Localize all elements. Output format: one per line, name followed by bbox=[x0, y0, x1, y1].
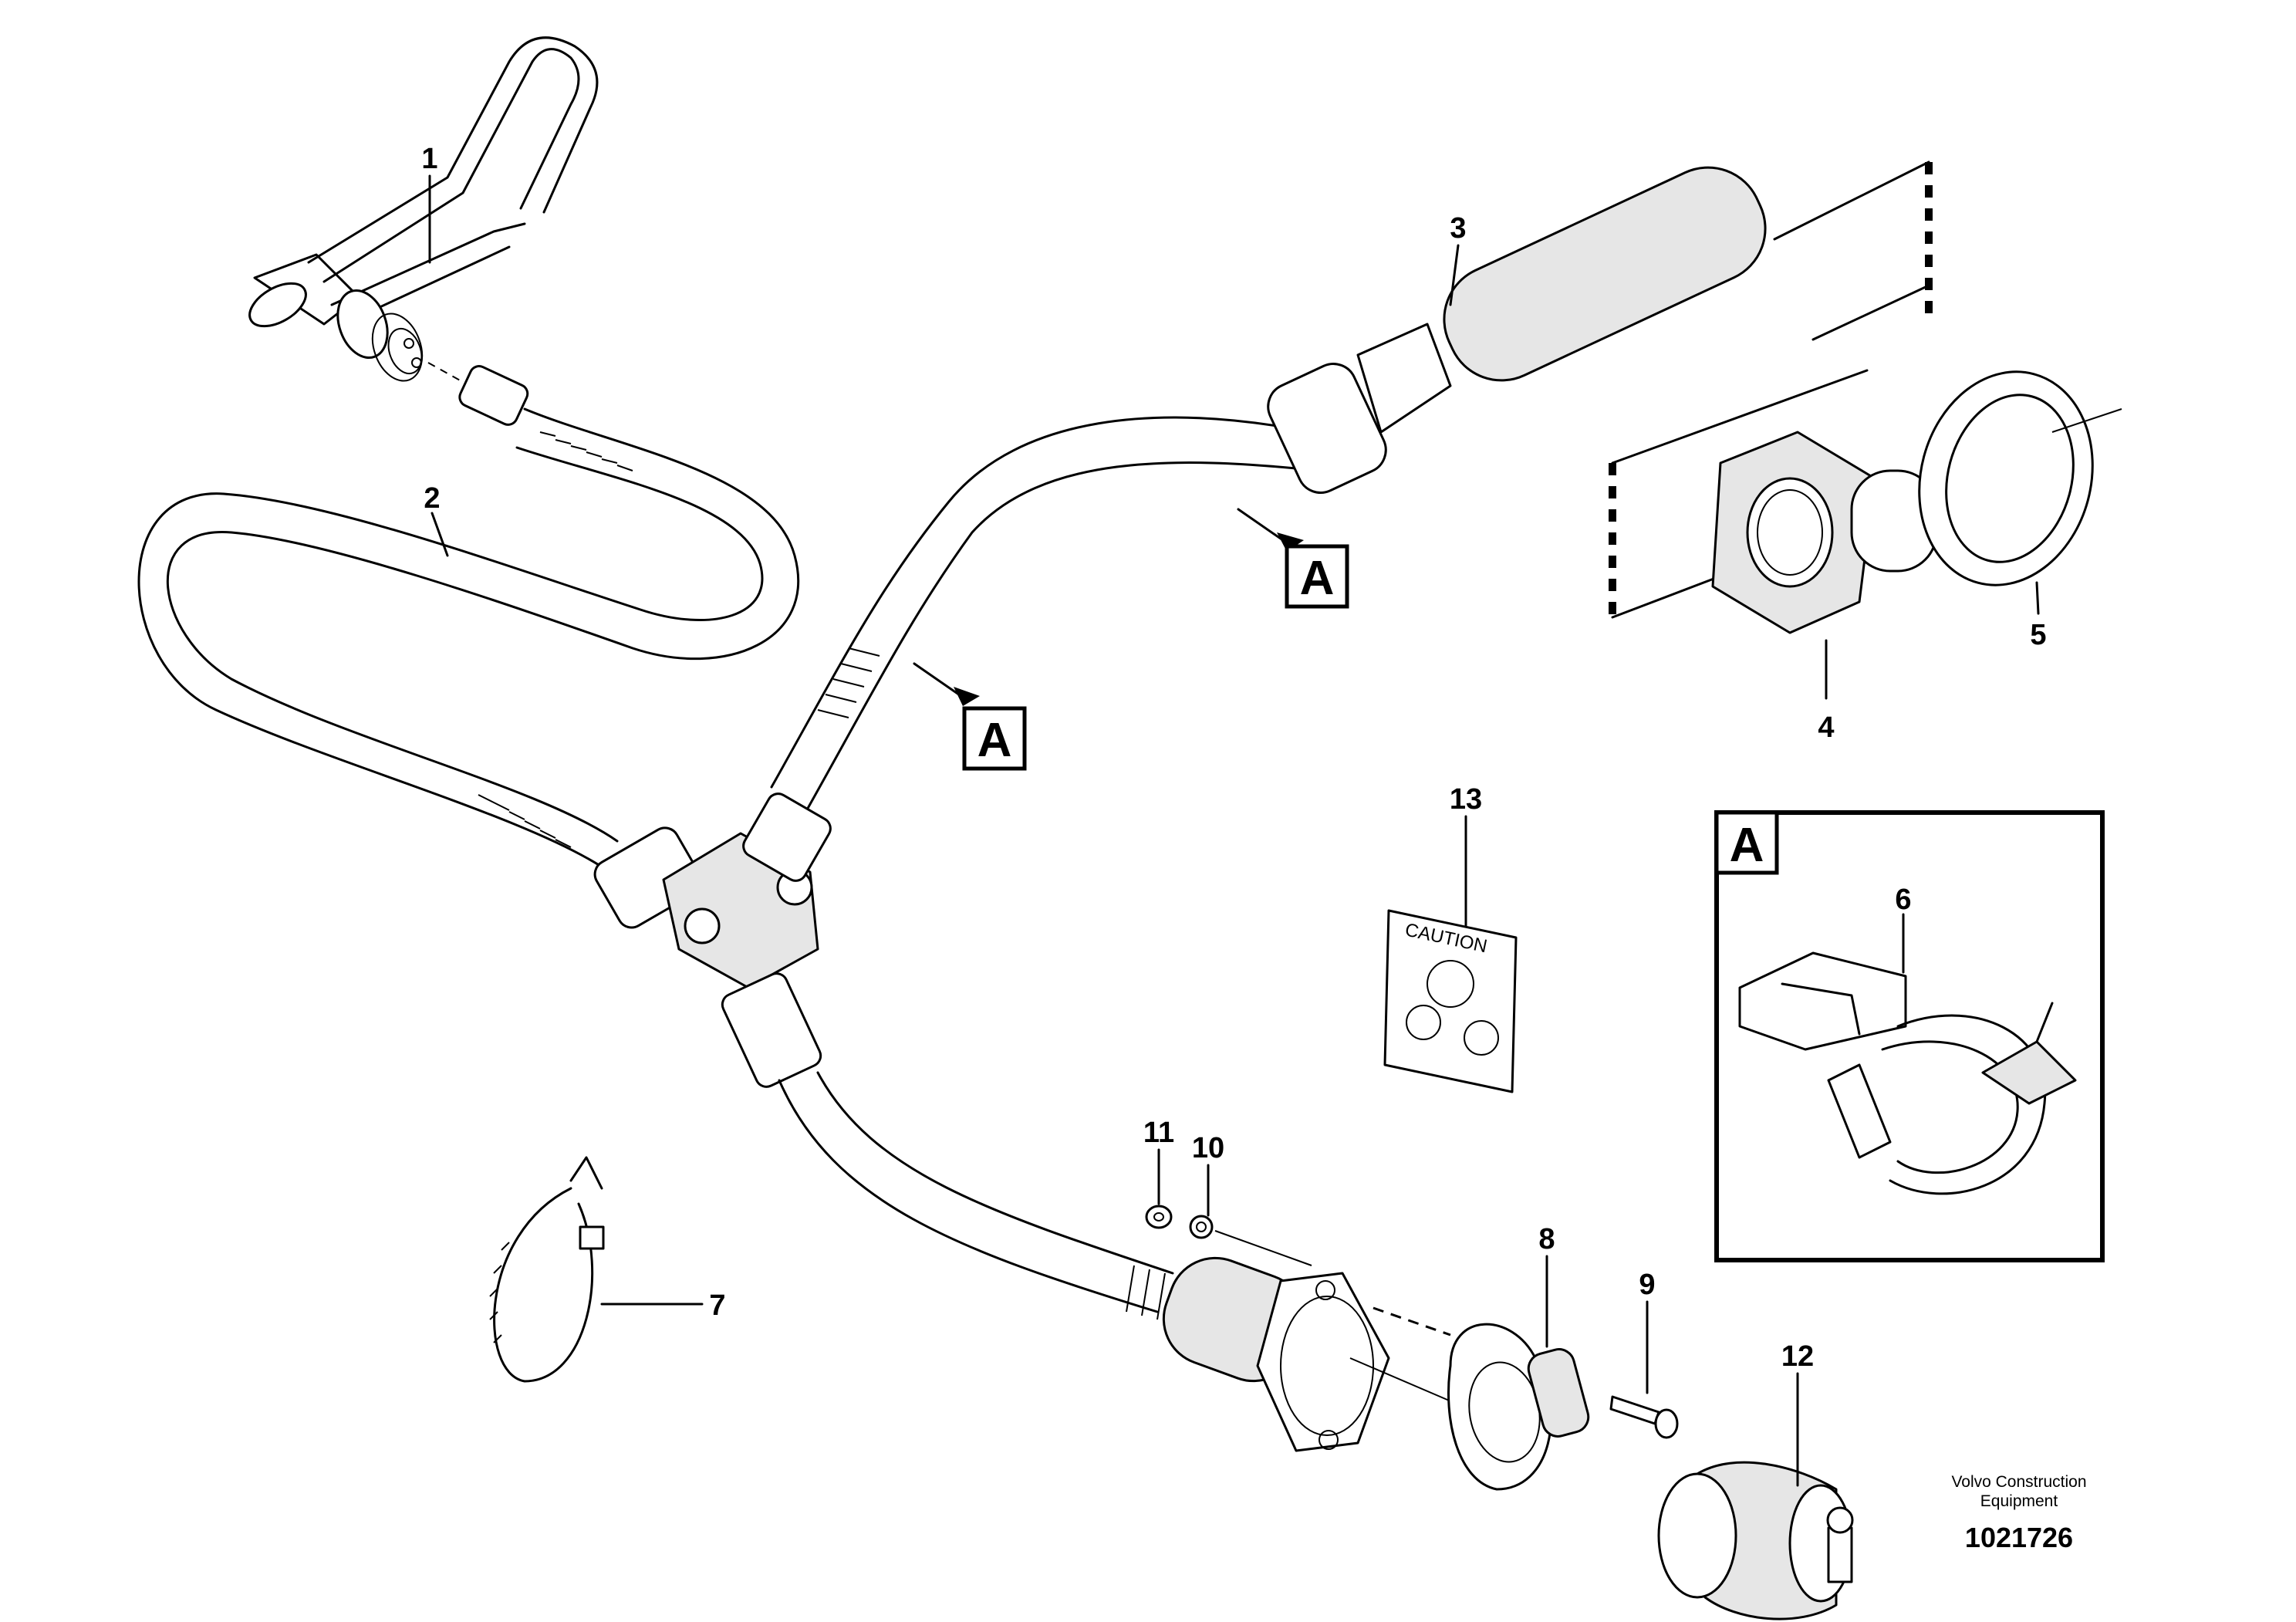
socket-with-flange bbox=[1162, 1256, 1459, 1452]
callout-3: 3 bbox=[1450, 212, 1466, 245]
company-name-line2: Equipment bbox=[1980, 1492, 2058, 1510]
detail-ref-a-upper: A bbox=[1237, 508, 1349, 609]
callout-4: 4 bbox=[1818, 711, 1834, 744]
company-name-line1: Volvo Construction bbox=[1951, 1473, 2086, 1491]
inset-label: A bbox=[1730, 819, 1764, 872]
y-connector-assembly bbox=[593, 416, 1321, 1320]
callout-8: 8 bbox=[1538, 1223, 1555, 1255]
part-4-adapter-bushing bbox=[1609, 369, 1938, 634]
part-1-bracket bbox=[248, 36, 599, 383]
callout-1: 1 bbox=[421, 143, 437, 175]
footer-block: Volvo Construction Equipment 1021726 bbox=[1951, 1473, 2086, 1553]
part-11-nut bbox=[1145, 1205, 1173, 1229]
part-6-hose-clip bbox=[1738, 951, 2077, 1195]
part-7-cable-tie bbox=[489, 1156, 605, 1383]
callout-12: 12 bbox=[1781, 1340, 1814, 1373]
part-3-heater-probe bbox=[1267, 161, 1933, 494]
callout-11: 11 bbox=[1143, 1117, 1174, 1149]
callout-6: 6 bbox=[1895, 884, 1911, 916]
callout-13: 13 bbox=[1450, 783, 1482, 816]
detail-view-a: A bbox=[1714, 810, 2105, 1262]
callout-5: 5 bbox=[2030, 619, 2046, 651]
detail-ref-a-mid-label: A bbox=[977, 714, 1012, 767]
part-13-caution-decal: CAUTION bbox=[1383, 909, 1518, 1093]
callout-10: 10 bbox=[1192, 1132, 1224, 1164]
drawing-number: 1021726 bbox=[1965, 1522, 2073, 1553]
part-8-socket-cap bbox=[1447, 1323, 1590, 1491]
part-5-sealing-washer bbox=[1918, 370, 2122, 586]
part-2-coiled-hose bbox=[137, 365, 800, 874]
part-10-washer bbox=[1189, 1215, 1214, 1239]
detail-ref-a-upper-label: A bbox=[1300, 552, 1335, 605]
callout-7: 7 bbox=[709, 1289, 725, 1322]
callout-2: 2 bbox=[424, 482, 440, 515]
detail-ref-a-mid: A bbox=[913, 662, 1027, 771]
part-9-screw bbox=[1609, 1395, 1679, 1439]
callout-leaders bbox=[428, 174, 2040, 1487]
callout-9: 9 bbox=[1639, 1269, 1655, 1301]
part-12-protective-cover bbox=[1657, 1461, 1854, 1620]
